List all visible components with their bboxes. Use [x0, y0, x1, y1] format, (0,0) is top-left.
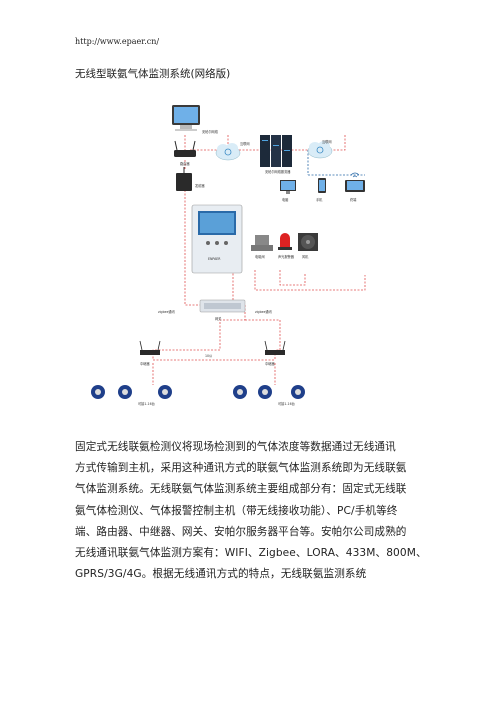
cloud-left-icon: [215, 143, 241, 161]
tablet-icon: [345, 172, 365, 192]
paragraph-line: GPRS/3G/4G。根据无线通讯方式的特点，无线联氨监测系统: [75, 568, 367, 581]
label-solenoid-valve: 电磁阀: [255, 254, 265, 259]
detectors-right-icon: [233, 385, 305, 399]
label-distance: 10公: [205, 354, 213, 358]
paragraph-line: 方式传输到主机，采用这种通讯方式的联氨气体监测系统即为无线联氨: [75, 462, 407, 475]
repeater-right-icon: [264, 340, 286, 355]
pc-icon: [172, 105, 200, 131]
router-icon: [174, 140, 196, 157]
solenoid-valve-icon: [251, 235, 273, 251]
label-router: 路由器: [180, 161, 190, 166]
fan-icon: [298, 233, 318, 251]
phone-icon: [318, 178, 326, 193]
document-title: 无线型联氨气体监测系统(网络版): [75, 68, 231, 80]
gateway-icon: [199, 299, 246, 313]
paragraph-line: 固定式无线联氨检测仪将现场检测到的气体浓度等数据通过无线通讯: [75, 441, 396, 453]
server-icon: [260, 135, 292, 167]
alarm-icon: [278, 233, 292, 250]
detectors-left-icon: [91, 385, 172, 399]
paragraph-line: 氨气体检测仪、气体报警控制主机（带无线接收功能）、PC/手机等终: [75, 504, 398, 517]
label-internet-left: 互联网: [240, 141, 250, 146]
transceiver-icon: [176, 167, 192, 191]
label-server: 安帕尔网络服务器: [265, 169, 291, 174]
header-url[interactable]: http://www.epaer.cn/: [75, 37, 160, 46]
label-fan: 风机: [302, 254, 309, 259]
controller-icon: [191, 204, 243, 274]
paragraph-line: 气体监测系统。无线联氨气体监测系统主要组成部分有：固定式无线联: [75, 483, 407, 496]
label-zigbee-right: zigbee通讯: [255, 309, 273, 314]
label-pc: 安帕尔网络: [202, 129, 219, 134]
label-transceiver: 发射器: [195, 183, 205, 188]
body-paragraph: 固定式无线联氨检测仪将现场检测到的气体浓度等数据通过无线通讯 方式传输到主机，采…: [75, 437, 427, 585]
label-alarm: 声光报警器: [278, 254, 295, 259]
label-computer: 电脑: [282, 197, 288, 202]
label-controller: ENPAER: [208, 257, 221, 261]
label-gateway: 网关: [215, 316, 222, 321]
label-phone: 手机: [316, 197, 323, 202]
computer-icon: [280, 180, 296, 194]
label-internet-right: 互联网: [322, 139, 332, 144]
paragraph-line: 无线通讯联氨气体监测方案有：WIFI、Zigbee、LORA、433M、800M…: [75, 547, 427, 560]
label-tablet: 终端: [350, 197, 357, 202]
label-zigbee-left: zigbee通讯: [158, 309, 176, 314]
cloud-right-icon: [307, 141, 333, 159]
label-repeater-right: 中继器: [265, 361, 275, 366]
label-detectors-right: 可接1-16台: [278, 401, 295, 406]
label-detectors-left: 可接1-16台: [138, 401, 155, 406]
paragraph-line: 端、路由器、中继器、网关、安帕尔服务器平台等。安帕尔公司成熟的: [75, 525, 407, 538]
system-diagram: 安帕尔网络 路由器 互联网 安帕尔网络服务器 互联网 发射器: [91, 105, 366, 406]
repeater-left-icon: [139, 340, 161, 355]
label-repeater-left: 中继器: [140, 361, 150, 366]
